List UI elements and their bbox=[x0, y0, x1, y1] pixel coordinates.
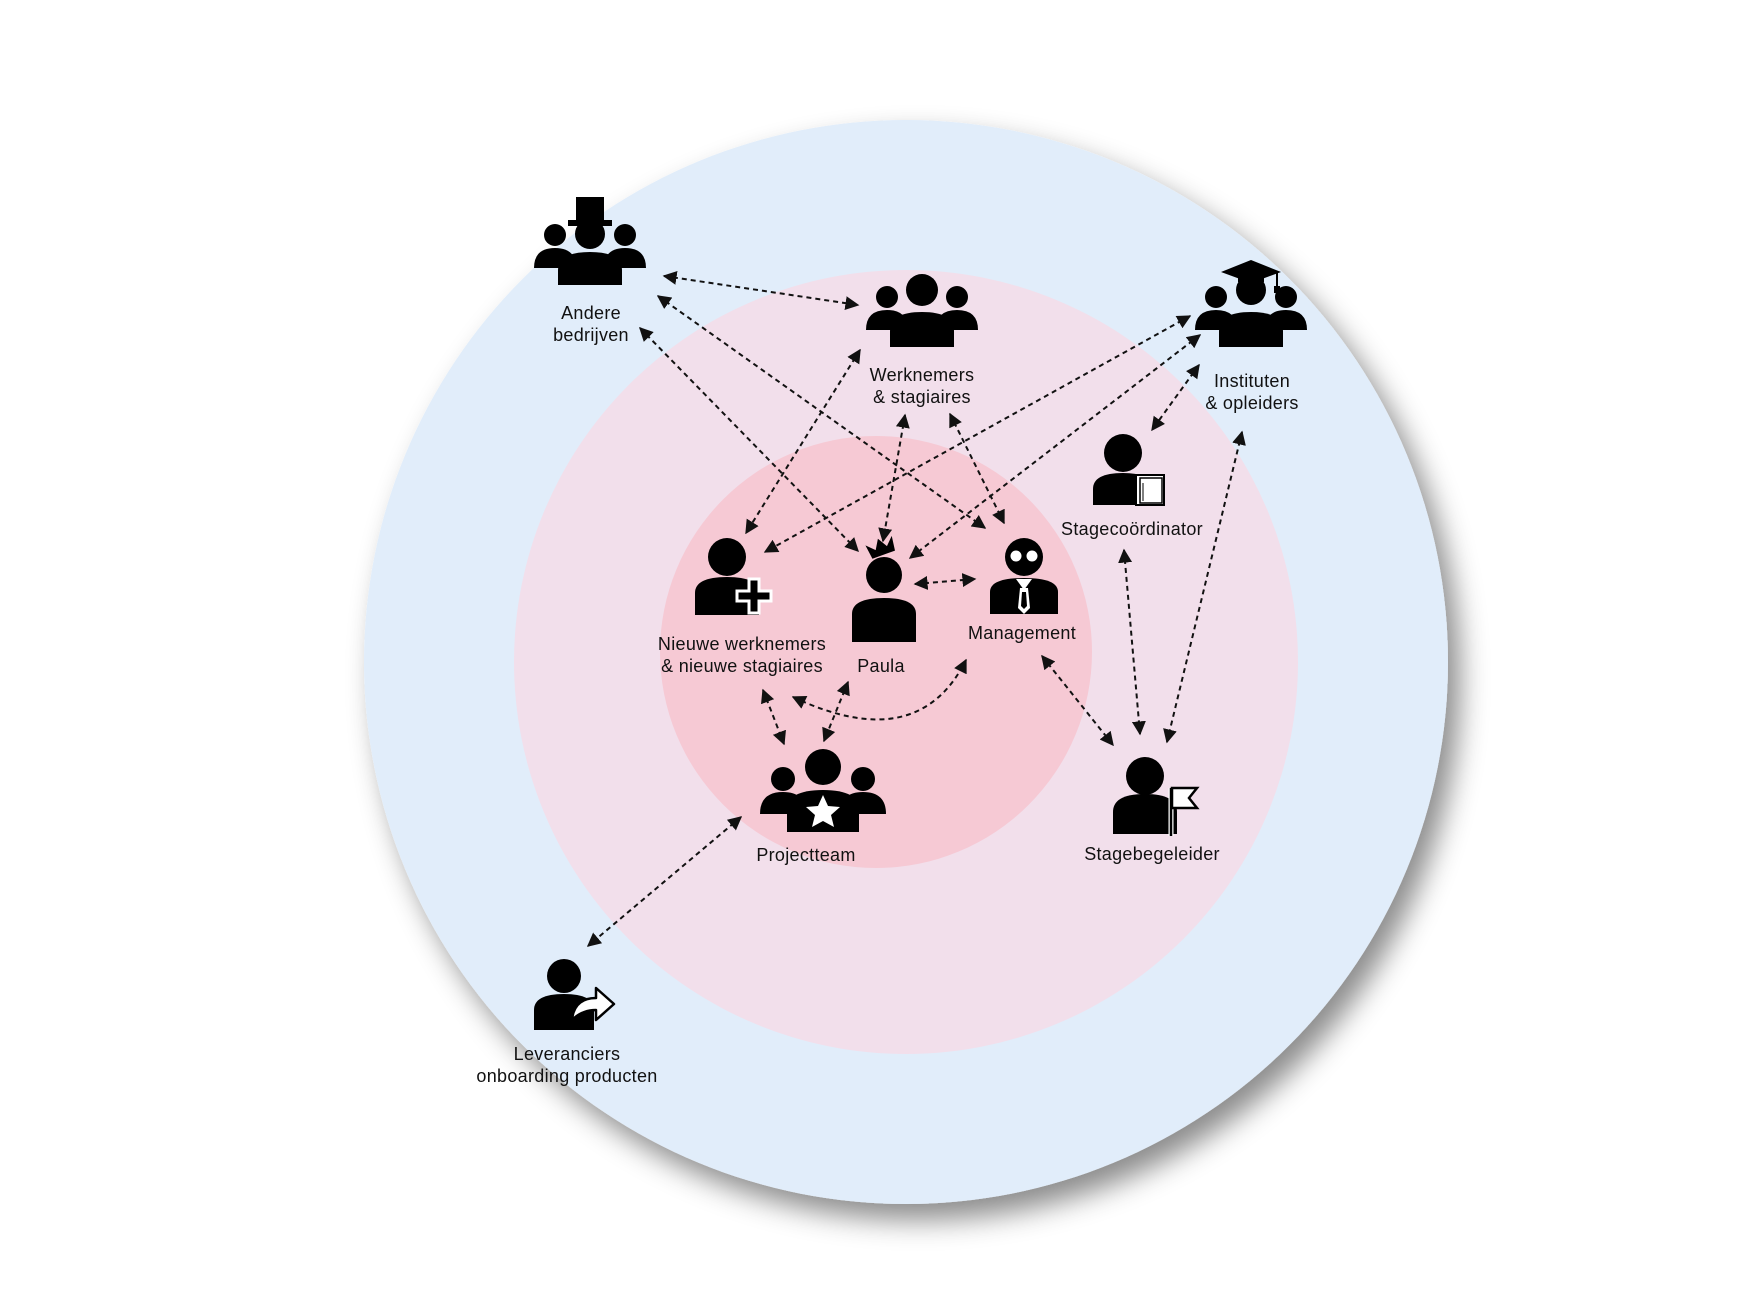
manager-tie-icon bbox=[990, 538, 1058, 614]
label-line: Projectteam bbox=[756, 845, 856, 865]
label-werknemers: Werknemers & stagiaires bbox=[870, 364, 975, 408]
arrow-instituten-stagebegeleider bbox=[1163, 430, 1246, 744]
label-line: & nieuwe stagiaires bbox=[661, 656, 823, 676]
label-line: onboarding producten bbox=[476, 1066, 658, 1086]
label-line: Andere bbox=[561, 303, 621, 323]
label-nieuwe: Nieuwe werknemers & nieuwe stagiaires bbox=[658, 633, 826, 677]
person-crown-icon bbox=[852, 535, 916, 642]
person-flag-icon bbox=[1113, 757, 1200, 836]
label-leveranciers: Leveranciers onboarding producten bbox=[476, 1043, 657, 1087]
label-paula: Paula bbox=[857, 655, 905, 677]
graduation-cap-group-icon bbox=[1195, 260, 1307, 347]
label-stagecoordinator: Stagecoördinator bbox=[1061, 518, 1203, 540]
top-hat-group-icon bbox=[534, 197, 646, 285]
person-share-arrow-icon bbox=[534, 959, 616, 1030]
label-line: Leveranciers bbox=[513, 1044, 621, 1064]
label-line: Instituten bbox=[1213, 371, 1291, 391]
person-book-icon bbox=[1093, 434, 1165, 506]
label-management: Management bbox=[968, 622, 1076, 644]
arrow-paula-management bbox=[913, 573, 977, 590]
label-line: & opleiders bbox=[1205, 393, 1299, 413]
label-line: Stagebegeleider bbox=[1084, 844, 1220, 864]
relation-arrows bbox=[586, 270, 1246, 947]
arrow-stagecoordinator-stagebegeleider bbox=[1118, 548, 1146, 736]
arrow-instituten-stagecoordinator bbox=[1151, 363, 1200, 432]
label-line: Nieuwe werknemers bbox=[657, 634, 827, 654]
arrow-management-stagebegeleider bbox=[1041, 654, 1114, 747]
arrow-nieuwe-projectteam bbox=[761, 688, 786, 746]
label-projectteam: Projectteam bbox=[756, 844, 855, 866]
star-team-icon bbox=[760, 749, 886, 832]
label-line: & stagiaires bbox=[873, 387, 971, 407]
label-line: Paula bbox=[857, 656, 905, 676]
group-icon bbox=[866, 274, 978, 347]
person-plus-icon bbox=[695, 538, 773, 615]
arrow-nieuwe-management-curve bbox=[791, 658, 967, 721]
label-stagebegeleider: Stagebegeleider bbox=[1084, 843, 1220, 865]
label-line: Management bbox=[967, 623, 1077, 643]
label-line: Werknemers bbox=[869, 365, 975, 385]
label-line: bedrijven bbox=[553, 325, 629, 345]
label-line: Stagecoördinator bbox=[1061, 519, 1203, 539]
arrow-instituten-paula bbox=[908, 334, 1202, 559]
label-instituten: Instituten & opleiders bbox=[1205, 370, 1298, 414]
label-andere-bedrijven: Andere bedrijven bbox=[553, 302, 629, 346]
arrow-projectteam-leveranciers bbox=[586, 816, 743, 947]
